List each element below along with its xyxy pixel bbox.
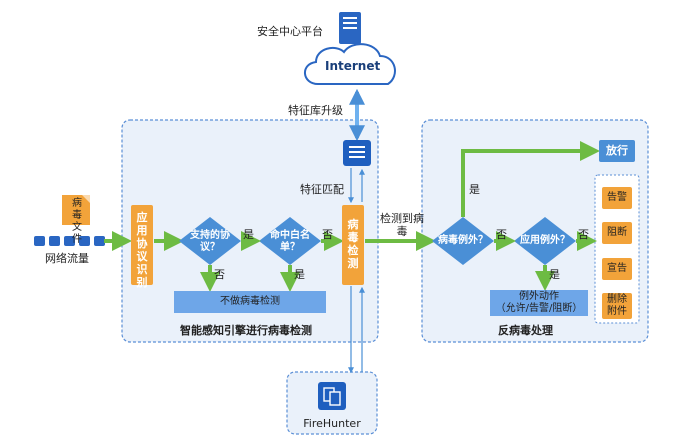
allow-box (599, 140, 635, 162)
app-exception-no-label: 否 (578, 228, 589, 241)
virus-detect-label: 病毒检测 (347, 218, 359, 270)
no-scan-bar (174, 291, 326, 313)
internet-cloud (304, 43, 396, 85)
action-announce-label: 宣告 (607, 263, 627, 274)
action-box-block (602, 222, 632, 244)
virus-exception-diamond (432, 217, 494, 265)
virus-exception-label: 病毒例外？ (438, 235, 488, 246)
traffic-packets-icon (34, 236, 105, 246)
firehunter-icon (318, 382, 346, 410)
traffic-label: 网络流量 (45, 252, 89, 265)
signature-library-icon (343, 140, 371, 166)
app-exception-yes-label: 是 (549, 268, 560, 281)
platform-label: 安全中心平台 (257, 25, 323, 38)
virus-file-icon (62, 195, 90, 225)
app-protocol-label: 应用协议识别 (136, 211, 148, 289)
supported-yes-label: 是 (243, 228, 254, 241)
action-delete-attachment-label: 删除附件 (607, 294, 627, 317)
exception-action-line2: （允许/告警/阻断） (495, 303, 583, 314)
virus-file-label: 病毒文件 (72, 198, 82, 245)
action-group-box (594, 174, 640, 324)
whitelist-yes-label: 是 (294, 268, 305, 281)
action-alert-label: 告警 (607, 192, 627, 203)
action-box-delete-attachment (602, 293, 632, 319)
firehunter-label: FireHunter (303, 417, 361, 430)
upgrade-label: 特征库升级 (288, 104, 343, 117)
virus-detect-box (342, 205, 364, 285)
whitelist-diamond (259, 217, 321, 265)
server-icon (339, 12, 361, 44)
action-block-label: 阻断 (607, 227, 627, 238)
exception-action-bar (490, 290, 588, 316)
virus-exception-no-label: 否 (496, 228, 507, 241)
response-section-title: 反病毒处理 (498, 324, 553, 337)
no-scan-label: 不做病毒检测 (220, 296, 280, 307)
supported-protocol-diamond (179, 217, 241, 265)
action-box-alert (602, 187, 632, 209)
whitelist-no-label: 否 (322, 228, 333, 241)
internet-label: Internet (325, 59, 381, 73)
app-exception-diamond (514, 217, 576, 265)
app-exception-label: 应用例外？ (520, 235, 570, 246)
signature-match-label: 特征匹配 (300, 183, 344, 196)
virus-exception-yes-arrow (461, 141, 600, 217)
supported-protocol-label: 支持的协议？ (190, 230, 230, 253)
engine-section-title: 智能感知引擎进行病毒检测 (180, 324, 312, 337)
action-box-announce (602, 258, 632, 280)
whitelist-label: 命中白名单？ (270, 230, 310, 253)
app-protocol-box (131, 205, 153, 285)
detected-virus-label: 检测到病毒 (380, 212, 424, 238)
allow-label: 放行 (606, 144, 628, 157)
exception-action-line1: 例外动作 (519, 291, 559, 302)
supported-no-label: 否 (214, 268, 225, 281)
virus-exception-yes-label: 是 (469, 183, 480, 196)
